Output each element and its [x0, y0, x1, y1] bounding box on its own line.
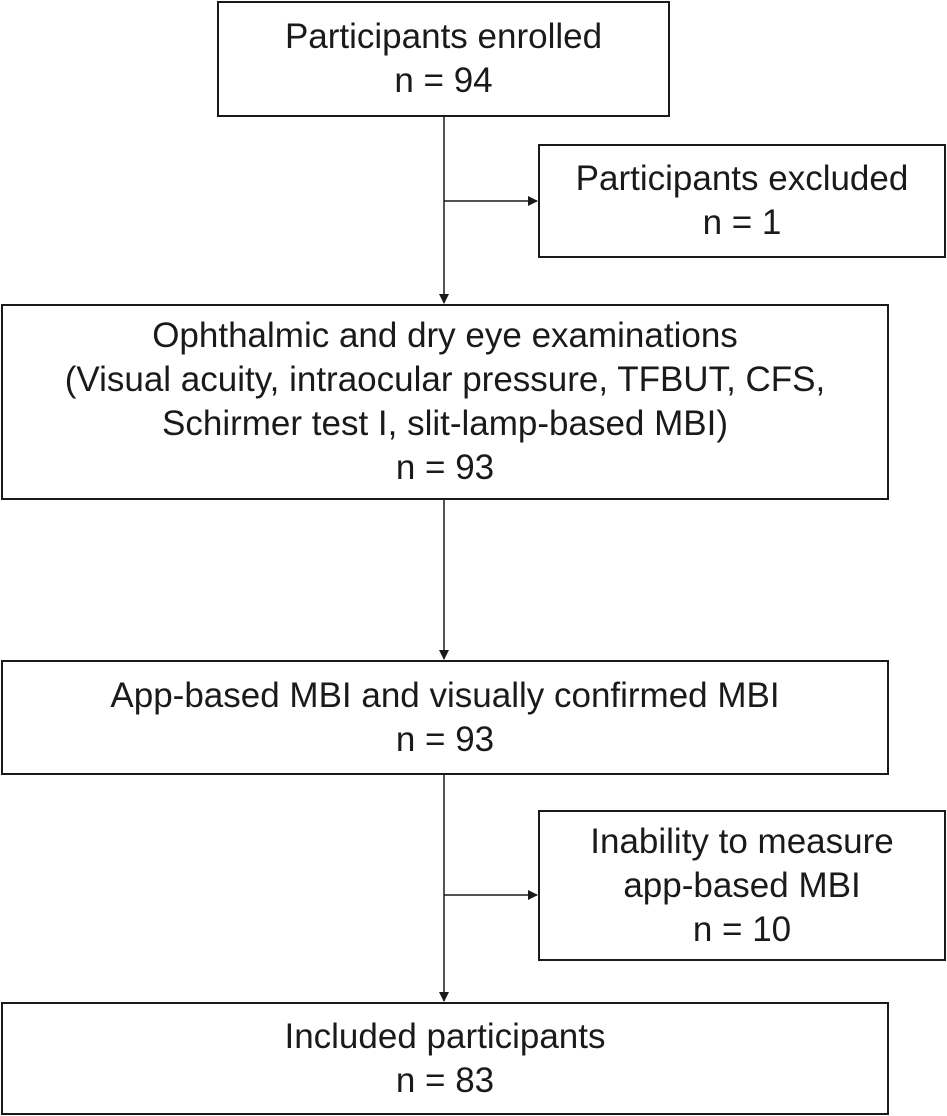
- excluded-title: Participants excluded: [575, 159, 909, 198]
- examinations-detail-line2: Schirmer test I, slit-lamp-based MBI): [162, 404, 728, 443]
- inability-count: n = 10: [692, 909, 792, 949]
- app-based-count: n = 93: [395, 719, 495, 759]
- excluded-box: Participants excluded n = 1: [538, 144, 946, 258]
- app-based-title: App-based MBI and visually confirmed MBI: [110, 675, 780, 715]
- examinations-title: Ophthalmic and dry eye examinations: [152, 316, 738, 355]
- inability-box: Inability to measure app-based MBI n = 1…: [538, 810, 946, 961]
- enrolled-count: n = 94: [394, 61, 493, 100]
- inability-title-line2: app-based MBI: [623, 865, 861, 905]
- included-count: n = 83: [395, 1060, 495, 1100]
- excluded-count: n = 1: [702, 203, 782, 242]
- examinations-box: Ophthalmic and dry eye examinations (Vis…: [1, 304, 889, 500]
- included-title: Included participants: [284, 1016, 606, 1056]
- enrolled-box: Participants enrolled n = 94: [217, 1, 670, 117]
- examinations-detail-line1: (Visual acuity, intraocular pressure, TF…: [64, 360, 826, 399]
- included-box: Included participants n = 83: [1, 1002, 889, 1115]
- inability-title-line1: Inability to measure: [590, 821, 894, 861]
- enrolled-title: Participants enrolled: [284, 17, 603, 56]
- examinations-count: n = 93: [395, 448, 495, 487]
- app-based-box: App-based MBI and visually confirmed MBI…: [1, 660, 889, 775]
